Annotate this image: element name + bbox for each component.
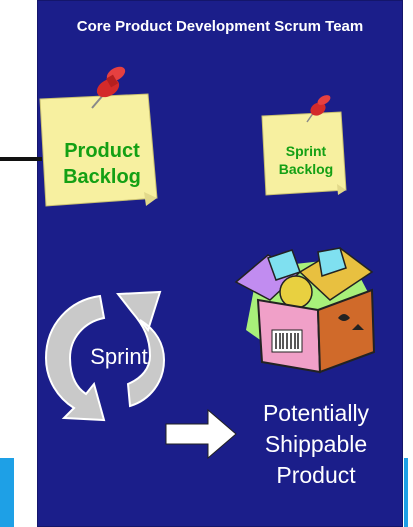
product-backlog-line2: Backlog — [63, 166, 141, 188]
shippable-line3: Product — [276, 462, 356, 488]
right-edge-bar — [404, 458, 408, 527]
sprint-backlog-line2: Backlog — [278, 161, 334, 177]
sprint-backlog-line1: Sprint — [285, 143, 327, 159]
shippable-line2: Shippable — [264, 431, 368, 457]
product-backlog-line1: Product — [64, 140, 140, 162]
panel-title: Core Product Development Scrum Team — [76, 18, 364, 35]
product-backlog-label: Product Backlog — [52, 138, 152, 190]
cycle-arrows-icon — [44, 290, 166, 422]
connector-line — [0, 157, 42, 161]
pushpin-icon — [91, 66, 126, 109]
box-icon — [234, 247, 376, 374]
pushpin-icon — [306, 95, 331, 123]
shippable-product-label: Potentially Shippable Product — [236, 398, 396, 491]
shippable-line1: Potentially — [262, 400, 370, 426]
left-edge-bar — [0, 458, 14, 527]
product-backlog-note — [39, 93, 158, 207]
sprint-cycle-label: Sprint — [90, 344, 148, 369]
sprint-backlog-label: Sprint Backlog — [266, 142, 346, 178]
right-arrow-icon — [165, 408, 237, 460]
